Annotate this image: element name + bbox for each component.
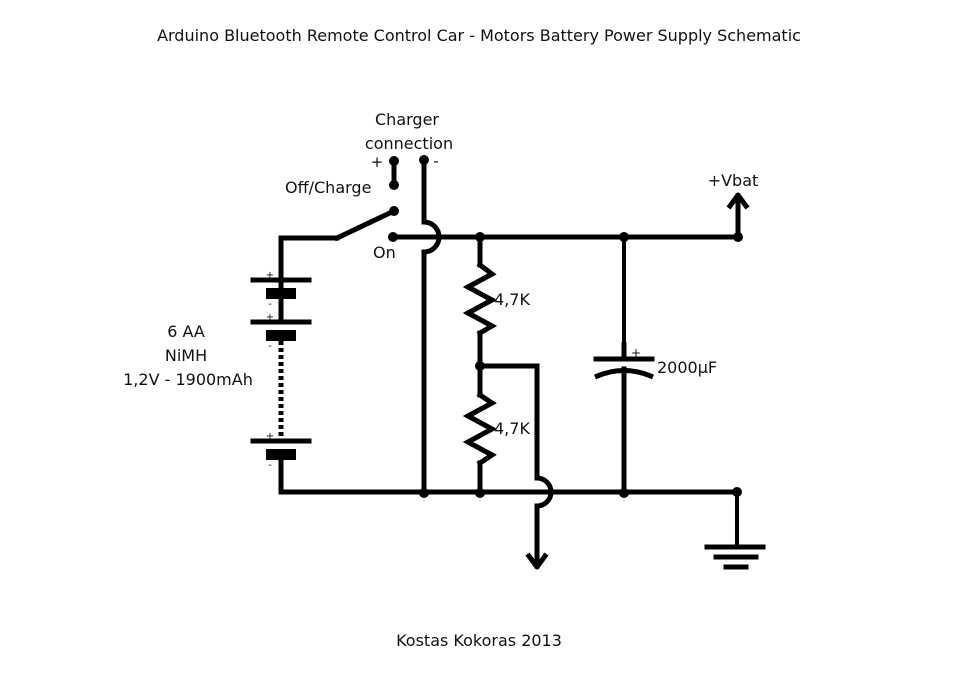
switch-off-charge-label: Off/Charge xyxy=(285,178,371,197)
footer-credit: Kostas Kokoras 2013 xyxy=(396,631,562,650)
resistor-1 xyxy=(462,234,498,369)
battery-cell2-plus: + xyxy=(266,312,274,323)
resistor-2-value: 4,7K xyxy=(494,419,530,438)
capacitor xyxy=(593,237,655,495)
schematic-title: Arduino Bluetooth Remote Control Car - M… xyxy=(157,26,801,45)
switch-on-label: On xyxy=(373,243,396,262)
ground-icon xyxy=(704,492,766,570)
charger-plus-terminal xyxy=(389,156,399,190)
battery-label-line2: NiMH xyxy=(165,346,207,365)
charger-minus-label: - xyxy=(433,152,438,170)
output-arrow-icon xyxy=(525,552,549,570)
power-switch xyxy=(333,206,399,242)
resistor-1-value: 4,7K xyxy=(494,290,530,309)
charger-plus-label: + xyxy=(371,153,384,171)
battery-cell2-minus: - xyxy=(268,341,272,352)
vbat-arrow-icon xyxy=(726,192,750,240)
battery-celln-plus: + xyxy=(266,431,274,442)
battery-label-line3: 1,2V - 1900mAh xyxy=(123,370,253,389)
charger-minus-wire xyxy=(419,155,442,495)
resistor-2 xyxy=(462,363,498,495)
capacitor-plus-label: + xyxy=(631,346,641,360)
charger-label-line1: Charger xyxy=(375,110,439,129)
battery-label-line1: 6 AA xyxy=(167,322,205,341)
divider-output xyxy=(525,363,554,570)
battery-cell1-minus: - xyxy=(268,299,272,310)
battery-stack xyxy=(250,277,312,495)
vbat-label: +Vbat xyxy=(708,171,759,190)
capacitor-value: 2000µF xyxy=(657,358,717,377)
battery-celln-minus: - xyxy=(268,460,272,471)
charger-label-line2: connection xyxy=(365,134,453,153)
switch-lever xyxy=(333,207,398,242)
battery-cell1-plus: + xyxy=(266,270,274,281)
